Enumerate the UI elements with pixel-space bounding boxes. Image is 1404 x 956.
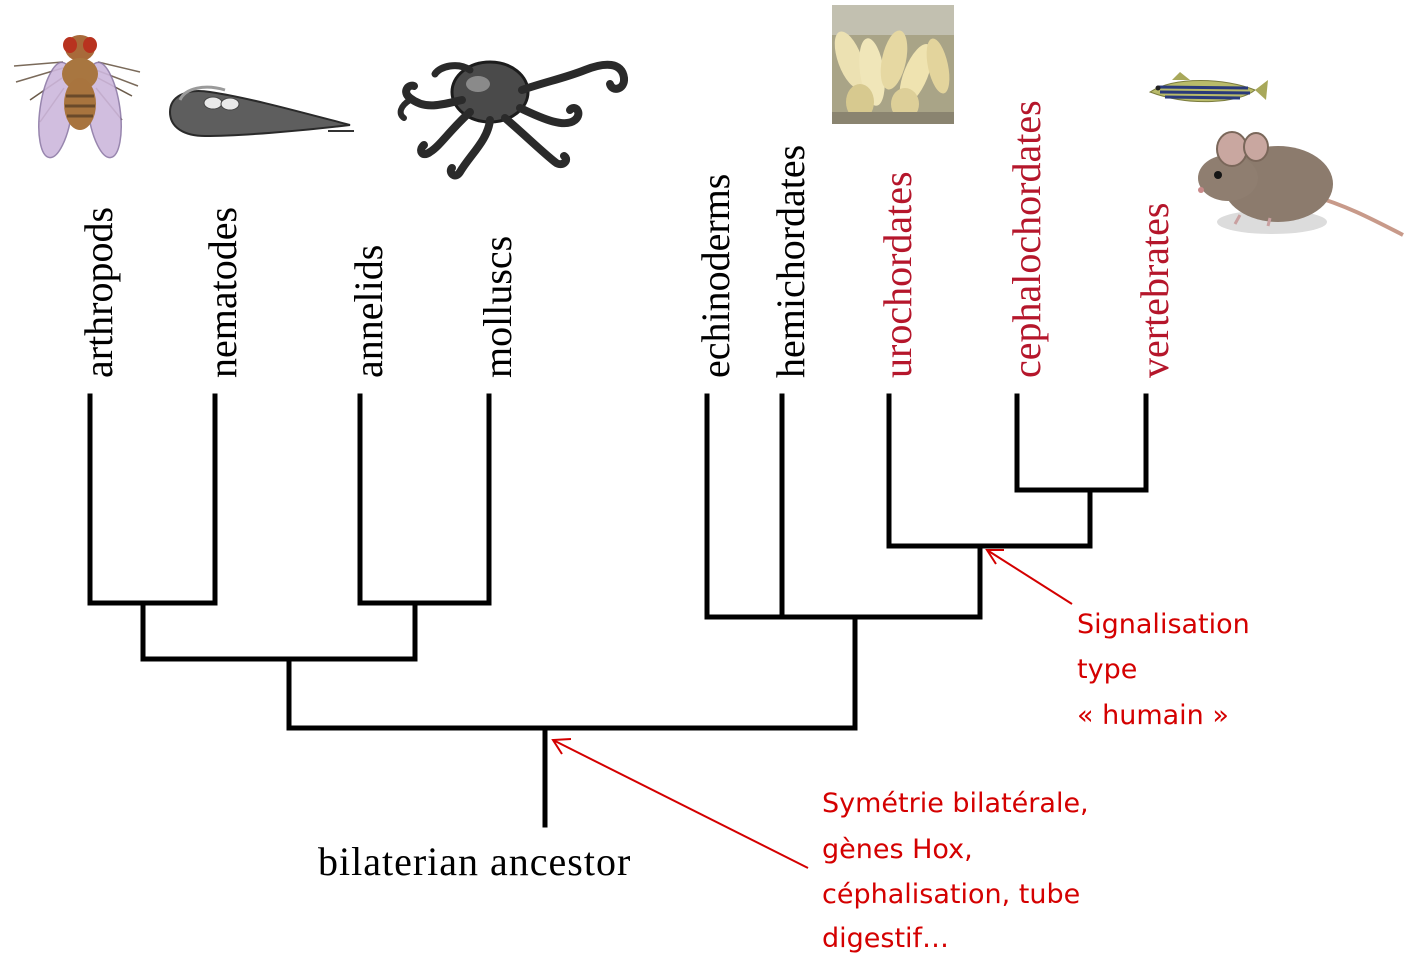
annotation-line: type [1077, 654, 1137, 685]
root-label: bilaterian ancestor [318, 839, 631, 884]
annotation-line: céphalisation, tube [822, 879, 1080, 910]
annotation-line: Signalisation [1077, 609, 1250, 640]
annotation-human-signaling: Signalisation type « humain » [1077, 609, 1250, 731]
taxon-label-hemichordates: hemichordates [768, 145, 813, 378]
taxon-label-urochordates: urochordates [875, 171, 920, 378]
taxon-label-cephalochordates: cephalochordates [1004, 100, 1049, 378]
zebrafish-photo [1150, 72, 1268, 102]
annotation-bilateral: Symétrie bilatérale, gènes Hox, céphalis… [822, 788, 1089, 954]
octopus-illustration [401, 62, 624, 175]
taxon-label-annelids: annelids [346, 245, 391, 378]
annotation-line: digestif… [822, 923, 949, 954]
annotation-arrows [553, 550, 1072, 868]
annotation-line: Symétrie bilatérale, [822, 788, 1089, 819]
taxon-label-echinoderms: echinoderms [693, 174, 738, 378]
nematode-illustration [170, 87, 354, 136]
fly-illustration [14, 35, 140, 160]
arrow-human-signaling [987, 550, 1072, 604]
taxon-label-arthropods: arthropods [76, 207, 121, 378]
taxon-label-molluscs: molluscs [475, 236, 520, 378]
tunicate-photo [828, 5, 954, 124]
taxon-label-vertebrates: vertebrates [1132, 203, 1177, 378]
taxon-label-nematodes: nematodes [200, 207, 245, 378]
tree-branches [90, 396, 1146, 825]
mouse-photo [1198, 132, 1403, 235]
annotation-line: « humain » [1077, 700, 1229, 731]
annotation-line: gènes Hox, [822, 834, 973, 865]
